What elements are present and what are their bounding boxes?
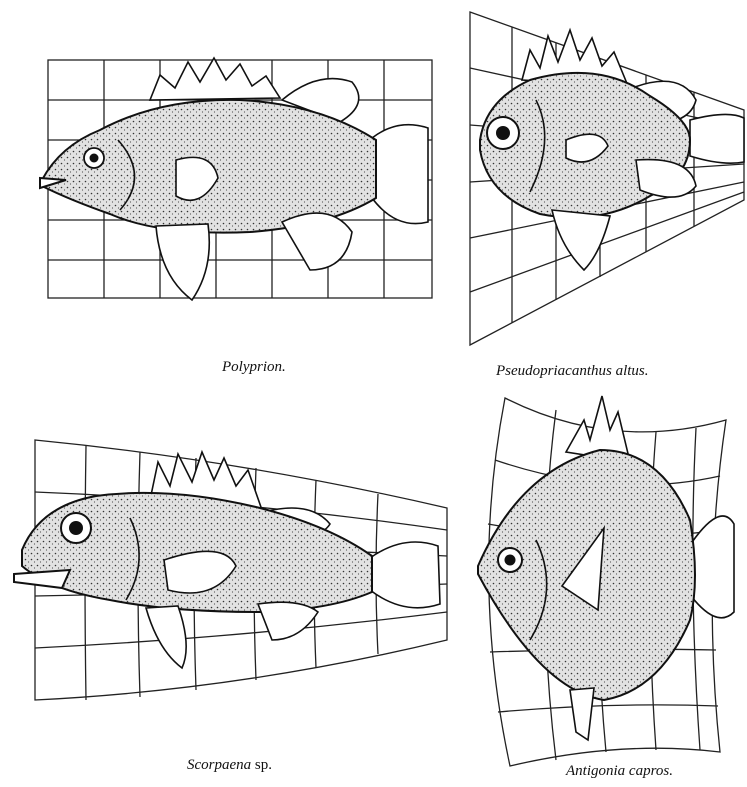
panel-scorpaena — [14, 440, 447, 700]
caption-scorpaena-genus: Scorpaena — [187, 757, 251, 773]
panel-antigonia — [478, 396, 734, 766]
caption-scorpaena-sp: sp. — [251, 757, 272, 773]
fish-pseudopriacanthus — [480, 30, 744, 270]
caption-scorpaena: Scorpaena sp. — [187, 757, 272, 774]
fish-polyprion — [40, 58, 428, 300]
caption-polyprion: Polyprion. — [222, 359, 286, 376]
caption-pseudopriacanthus: Pseudopriacanthus altus. — [496, 363, 649, 380]
panel-pseudopriacanthus — [470, 12, 744, 345]
panel-polyprion — [40, 58, 432, 300]
caption-antigonia: Antigonia capros. — [566, 763, 673, 780]
